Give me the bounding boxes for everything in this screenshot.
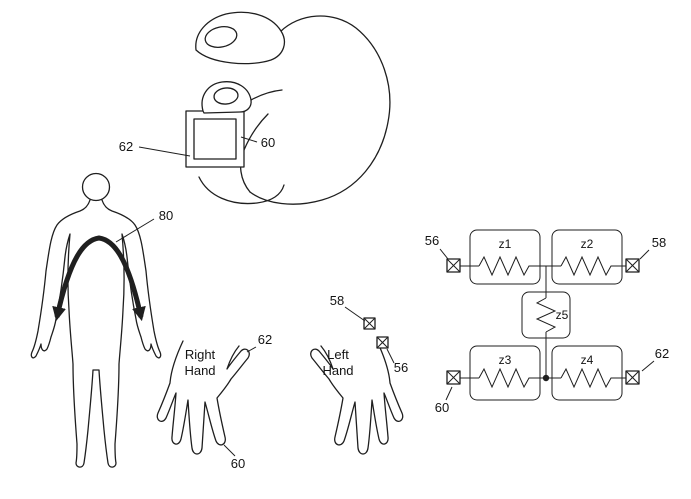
- right-hand-outline: [156, 340, 250, 455]
- impedance-z4: z4: [551, 345, 623, 401]
- ref-60-right-hand-label: 60: [231, 456, 245, 471]
- junction-dot: [542, 374, 550, 382]
- thumb-nail: [204, 26, 238, 48]
- ref-58-circuit-label: 58: [652, 235, 666, 250]
- device-inner-square: [193, 118, 237, 160]
- ref-62-right-hand-leader: [246, 346, 257, 353]
- resistor-z2: [560, 255, 613, 277]
- pinch-hand-figure: 62 60: [119, 11, 391, 205]
- impedance-z2: z2: [551, 229, 623, 285]
- ref-56-left-hand-leader: [386, 348, 395, 364]
- impedance-z5-label: z5: [556, 308, 569, 322]
- ref-62-circuit-leader: [641, 360, 655, 372]
- impedance-z1: z1: [469, 229, 541, 285]
- impedance-z1-label: z1: [499, 237, 512, 251]
- ref-60-right-hand-leader: [223, 444, 236, 457]
- electrode-box-56: [376, 336, 389, 349]
- right-hand-label-line2: Hand: [184, 363, 215, 378]
- ref-62-device-leader: [138, 146, 191, 157]
- ref-62-right-hand-label: 62: [258, 332, 272, 347]
- ref-60-circuit-label: 60: [435, 400, 449, 415]
- ref-60-device-label: 60: [261, 135, 275, 150]
- impedance-z3: z3: [469, 345, 541, 401]
- resistor-z3: [478, 367, 531, 389]
- terminal-58: [625, 258, 640, 273]
- left-hand-label-line1: Left: [327, 347, 349, 362]
- ref-60-circuit-leader: [445, 386, 453, 401]
- left-hand-figure: Left Hand 58 56: [310, 293, 408, 455]
- ref-62-circuit-label: 62: [655, 346, 669, 361]
- curled-finger-line: [198, 176, 285, 205]
- ref-58-circuit-leader: [639, 249, 650, 260]
- ref-60-device-leader: [240, 136, 258, 143]
- resistor-z5: [535, 297, 557, 333]
- thumb-outline: [195, 11, 285, 65]
- knuckle-line: [250, 89, 283, 101]
- body-figure: 80: [30, 172, 173, 468]
- ref-80-label: 80: [159, 208, 173, 223]
- resistor-z1: [478, 255, 531, 277]
- chest-measurement-arrow: [52, 235, 146, 322]
- palm-crease-line: [239, 113, 269, 193]
- hand-back-outline: [249, 15, 391, 205]
- left-hand-outline: [310, 340, 404, 455]
- right-hand-label-line1: Right: [185, 347, 216, 362]
- impedance-z4-label: z4: [581, 353, 594, 367]
- impedance-z3-label: z3: [499, 353, 512, 367]
- ref-56-circuit-label: 56: [425, 233, 439, 248]
- ref-58-left-hand-label: 58: [330, 293, 344, 308]
- impedance-z2-label: z2: [581, 237, 594, 251]
- impedance-network-circuit: z1 z2 z5 z3 z4: [425, 229, 669, 415]
- ref-62-device-label: 62: [119, 139, 133, 154]
- terminal-62: [625, 370, 640, 385]
- ref-80-leader: [115, 218, 155, 243]
- terminal-56: [446, 258, 461, 273]
- left-hand-label-line2: Hand: [322, 363, 353, 378]
- terminal-60: [446, 370, 461, 385]
- body-outline: [30, 199, 162, 468]
- impedance-z5: z5: [521, 291, 571, 339]
- right-hand-figure: Right Hand 62 60: [156, 332, 272, 471]
- head-outline: [81, 172, 111, 202]
- ref-56-left-hand-label: 56: [394, 360, 408, 375]
- resistor-z4: [560, 367, 613, 389]
- ref-58-left-hand-leader: [344, 306, 366, 322]
- index-finger-nail: [213, 87, 239, 105]
- ref-56-circuit-leader: [439, 248, 449, 260]
- electrode-box-58: [363, 317, 376, 330]
